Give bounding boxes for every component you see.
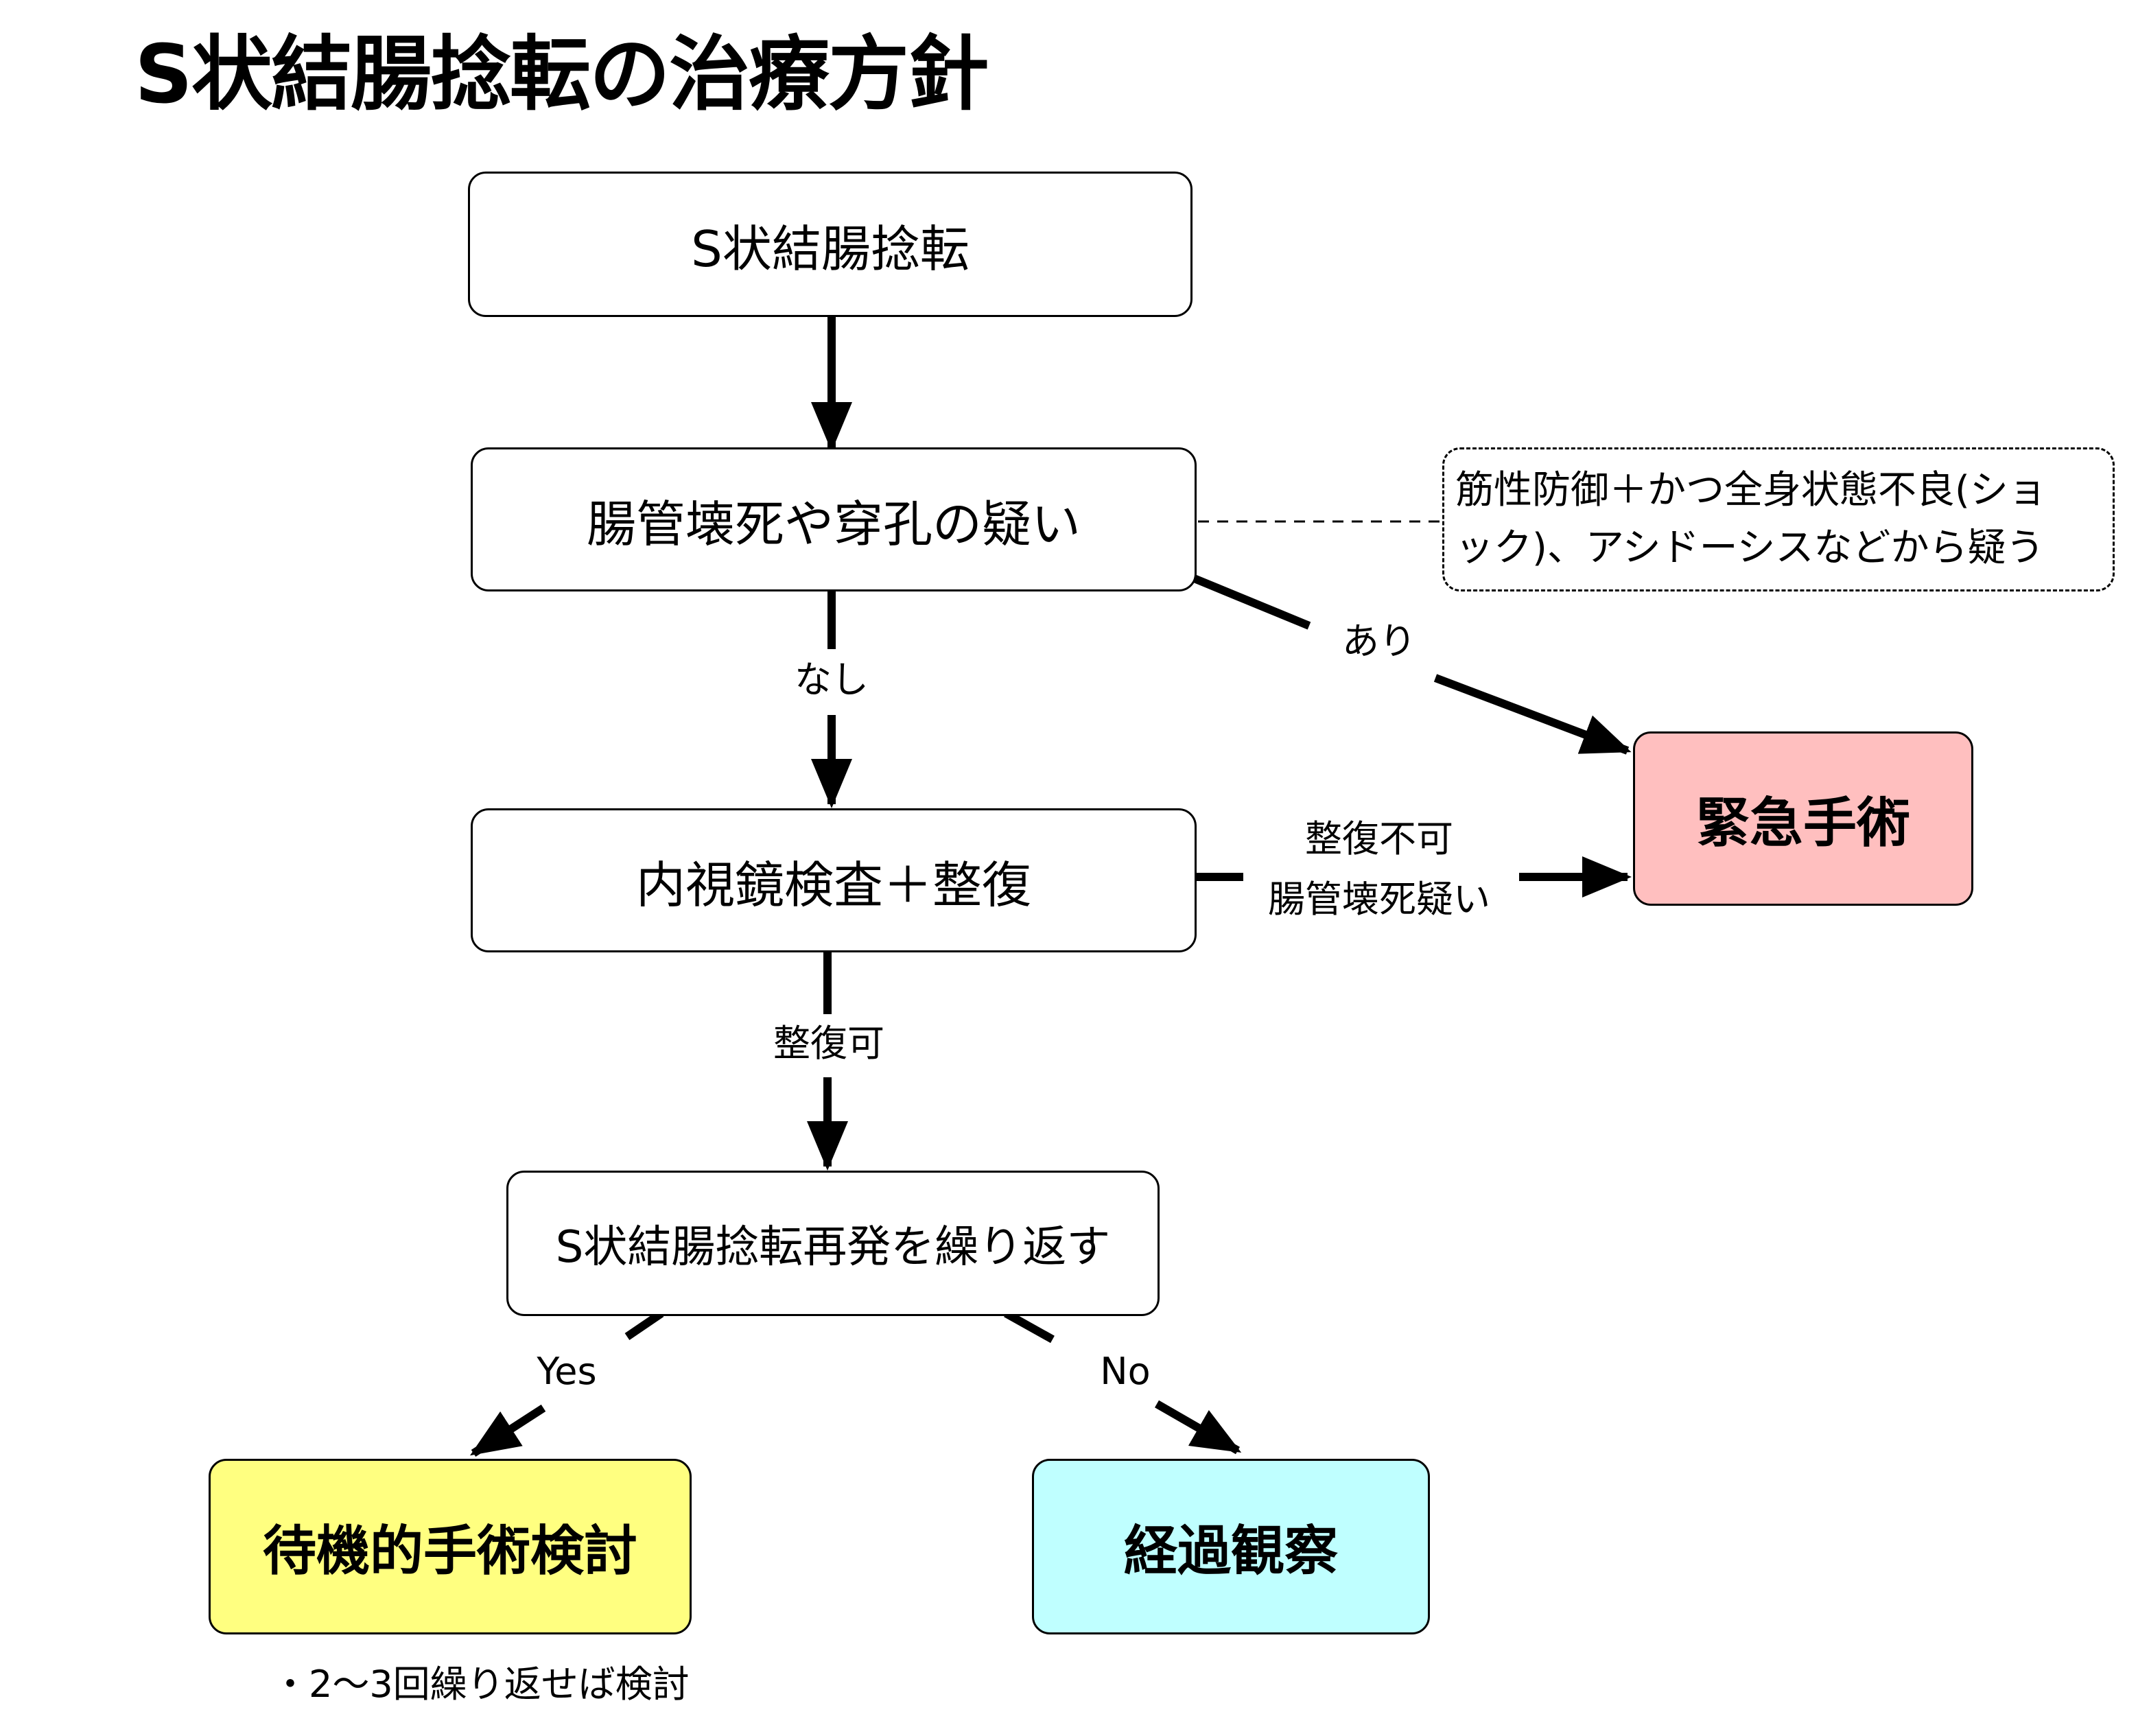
edge-label-not-reducible-line1: 整復不可 xyxy=(1305,817,1453,860)
edge-label-reducible: 整復可 xyxy=(773,1022,884,1065)
line-recurrence-to-yes-label xyxy=(624,1310,664,1340)
edge-label-yes: Yes xyxy=(537,1350,597,1393)
node-elective-surgery: 待機的手術検討 xyxy=(209,1459,692,1634)
node-recurrence-label: S状結腸捻転再発を繰り返す xyxy=(555,1222,1111,1273)
page-title: S状結腸捻転の治療方針 xyxy=(134,27,989,121)
line-suspect-to-present-label xyxy=(1190,574,1311,630)
node-necrosis-perforation-suspicion: 腸管壊死や穿孔の疑い xyxy=(471,447,1197,591)
node-observation-label: 経過観察 xyxy=(1123,1521,1338,1582)
node-emergency-surgery-label: 緊急手術 xyxy=(1695,793,1910,854)
node-observation: 経過観察 xyxy=(1032,1459,1430,1634)
node-necrosis-perforation-suspicion-label: 腸管壊死や穿孔の疑い xyxy=(586,495,1081,553)
arrow-present-to-emergency xyxy=(1433,674,1632,755)
footnote: ・2〜3回繰り返せば検討 xyxy=(272,1663,690,1706)
line-recurrence-to-no-label xyxy=(1004,1309,1055,1344)
node-endoscopy-reduction: 内視鏡検査＋整復 xyxy=(471,808,1197,952)
node-recurrence: S状結腸捻転再発を繰り返す xyxy=(506,1171,1160,1316)
edge-label-no: No xyxy=(1100,1350,1151,1393)
edge-label-present: あり xyxy=(1342,620,1416,663)
note-line-2: ック)、アシドーシスなどから疑う xyxy=(1455,526,2045,570)
note-suspicion-criteria: 筋性防御＋かつ全身状態不良(ショ ック)、アシドーシスなどから疑う xyxy=(1442,447,2115,591)
edge-label-not-reducible-line2: 腸管壊死疑い xyxy=(1268,878,1490,921)
arrow-yes-to-elective xyxy=(469,1404,546,1457)
edge-label-none: なし xyxy=(795,658,869,701)
node-endoscopy-reduction-label: 内視鏡検査＋整復 xyxy=(635,856,1031,914)
node-emergency-surgery: 緊急手術 xyxy=(1633,731,1973,906)
arrow-no-to-observe xyxy=(1155,1400,1242,1455)
note-line-1: 筋性防御＋かつ全身状態不良(ショ xyxy=(1455,468,2047,513)
node-sigmoid-volvulus: S状結腸捻転 xyxy=(468,172,1193,317)
node-sigmoid-volvulus-label: S状結腸捻転 xyxy=(691,220,970,278)
node-elective-surgery-label: 待機的手術検討 xyxy=(262,1521,637,1582)
